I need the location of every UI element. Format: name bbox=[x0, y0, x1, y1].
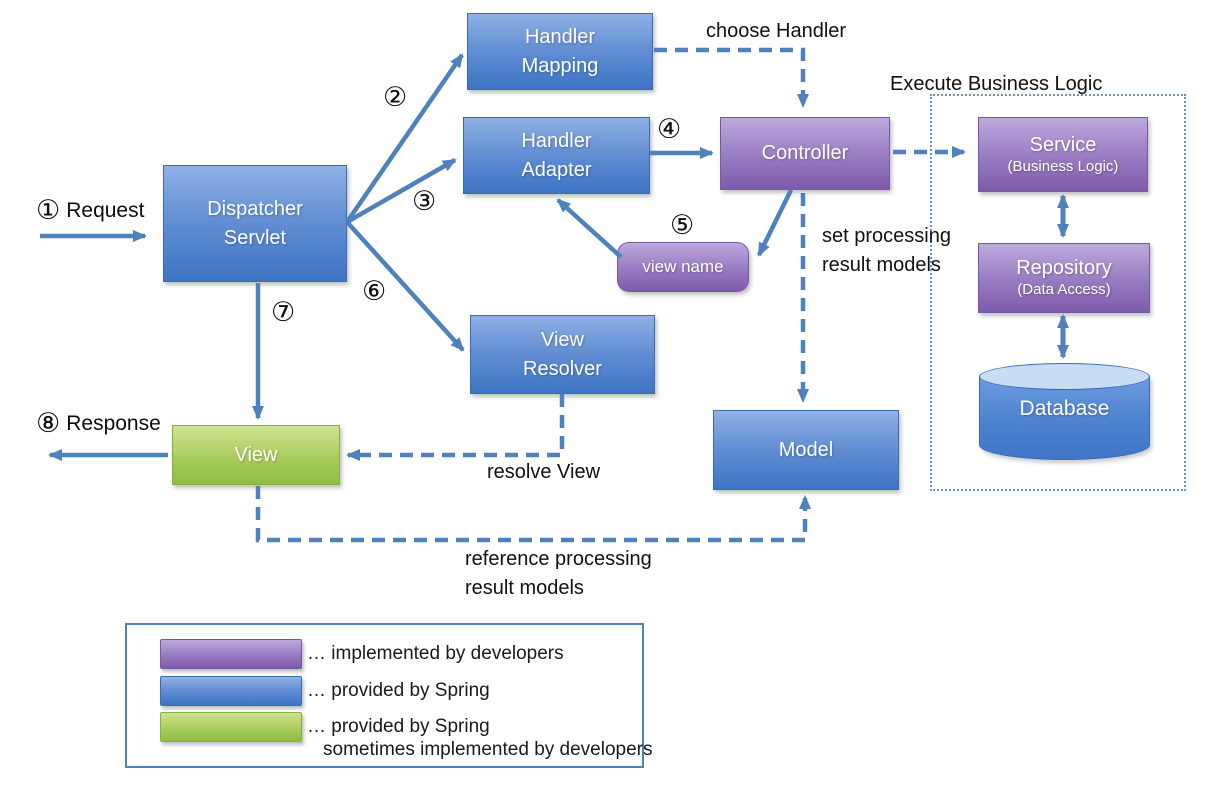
arrow-step2-to-handler-mapping bbox=[345, 53, 464, 224]
step-5-badge: ⑤ bbox=[670, 210, 695, 241]
annotation-resolve-view: resolve View bbox=[487, 461, 601, 483]
node-view: View bbox=[172, 425, 340, 485]
repository-sublabel: (Data Access) bbox=[1017, 281, 1111, 299]
business-logic-group-box bbox=[930, 94, 1186, 491]
node-model: Model bbox=[713, 410, 899, 490]
step-2: ② bbox=[383, 84, 407, 111]
legend-swatch-green bbox=[160, 712, 302, 742]
node-handler-mapping: Handler Mapping bbox=[467, 13, 653, 90]
annotation-choose-handler: choose Handler bbox=[706, 20, 847, 42]
node-dispatcher-servlet: Dispatcher Servlet bbox=[163, 165, 347, 282]
legend-label-implemented-by-developers: … implemented by developers bbox=[307, 643, 564, 664]
arrow-controller-to-view-name bbox=[756, 189, 794, 257]
annotation-set-processing-result-models: set processing result models bbox=[822, 225, 951, 276]
node-repository: Repository (Data Access) bbox=[978, 243, 1150, 313]
step-6-badge: ⑥ bbox=[362, 276, 387, 307]
arrow-resolve-view bbox=[346, 394, 565, 461]
arrow-step3-to-handler-adapter bbox=[345, 158, 457, 224]
legend-label-green-line2: sometimes implemented by developers bbox=[323, 739, 653, 760]
legend-swatch-blue bbox=[160, 676, 302, 706]
step-4-badge: ④ bbox=[657, 114, 682, 145]
node-view-name: view name bbox=[617, 242, 749, 292]
database-cylinder-top bbox=[979, 363, 1150, 390]
database-label: Database bbox=[1019, 397, 1110, 420]
database-cylinder-body bbox=[979, 376, 1150, 460]
step-6: ⑥ bbox=[362, 278, 386, 305]
step-2-badge: ② bbox=[383, 82, 408, 113]
step-5: ⑤ bbox=[670, 212, 694, 239]
repository-label: Repository bbox=[1016, 257, 1112, 280]
legend-swatch-purple bbox=[160, 639, 302, 669]
step-7: ⑦ bbox=[271, 299, 295, 326]
annotation-reference-processing-result-models: reference processing result models bbox=[465, 548, 652, 599]
annotation-execute-business-logic: Execute Business Logic bbox=[890, 73, 1103, 95]
legend-label-green-line1: … provided by Spring bbox=[307, 716, 490, 737]
arrow-reference-models bbox=[255, 486, 811, 543]
step-8-label: Response bbox=[66, 411, 161, 435]
node-service: Service (Business Logic) bbox=[978, 117, 1148, 192]
legend-label-provided-by-spring: … provided by Spring bbox=[307, 680, 490, 701]
node-controller: Controller bbox=[720, 117, 890, 190]
arrow-view-name-to-handler-adapter bbox=[556, 198, 623, 259]
step-3: ③ bbox=[412, 188, 436, 215]
legend: … implemented by developers … provided b… bbox=[125, 623, 653, 768]
step-1-badge: ① bbox=[36, 195, 61, 226]
step-1-label: Request bbox=[66, 198, 145, 222]
step-1-request: ① Request bbox=[36, 197, 144, 224]
node-database: Database bbox=[979, 363, 1150, 460]
step-7-badge: ⑦ bbox=[271, 297, 296, 328]
step-4: ④ bbox=[657, 116, 681, 143]
node-view-resolver: View Resolver bbox=[470, 315, 655, 394]
step-8-response: ⑧ Response bbox=[36, 410, 161, 437]
service-label: Service bbox=[1029, 133, 1097, 156]
step-3-badge: ③ bbox=[412, 186, 437, 217]
step-8-badge: ⑧ bbox=[36, 408, 61, 439]
node-handler-adapter: Handler Adapter bbox=[463, 117, 650, 194]
arrow-choose-handler bbox=[654, 47, 809, 108]
service-sublabel: (Business Logic) bbox=[1007, 157, 1119, 175]
